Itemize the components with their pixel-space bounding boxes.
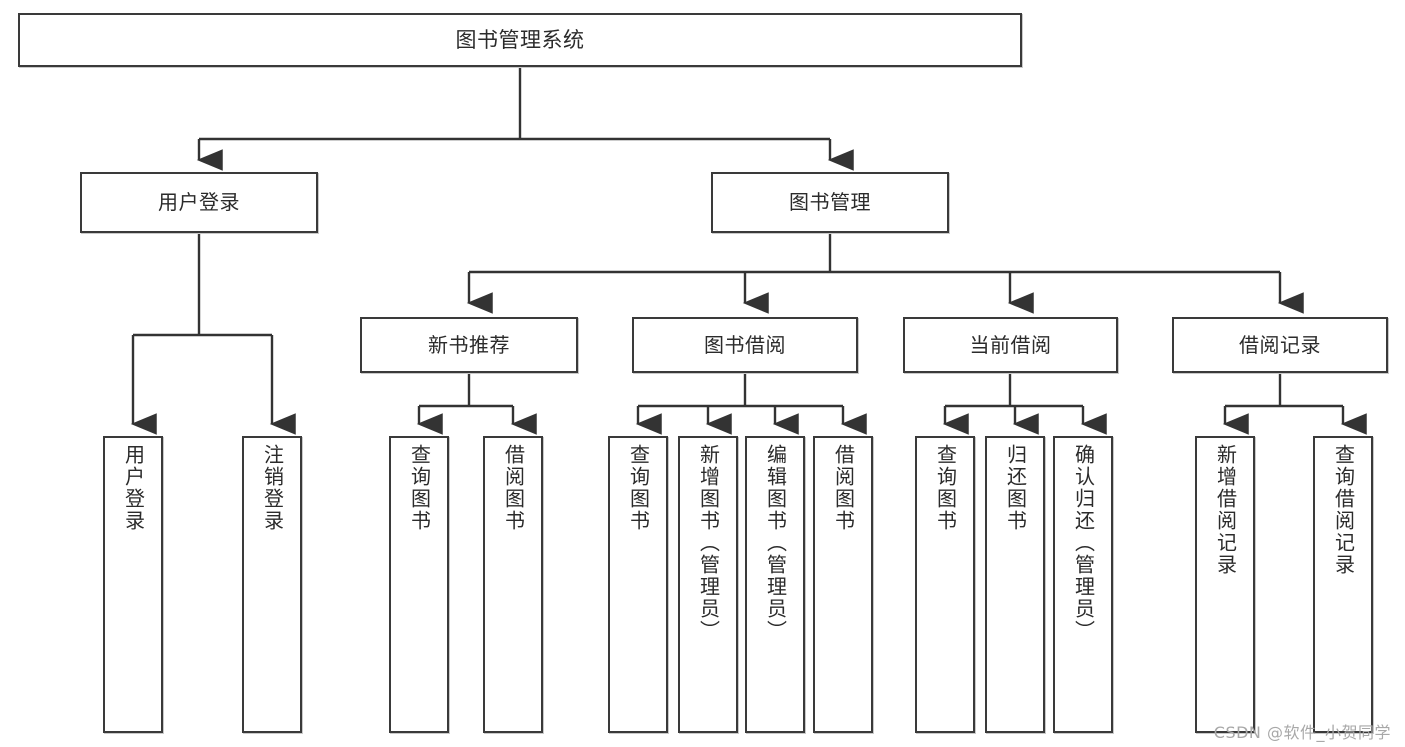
node-borrow-record-label: 借阅记录 <box>1239 332 1321 357</box>
node-leaf-borrow-book-1[interactable]: 借阅图书 <box>483 436 543 733</box>
node-leaf-add-book[interactable]: 新增图书（管理员） <box>678 436 738 733</box>
node-leaf-add-record-label: 新增借阅记录 <box>1213 444 1238 576</box>
node-root[interactable]: 图书管理系统 <box>18 13 1022 67</box>
node-leaf-return-book[interactable]: 归还图书 <box>985 436 1045 733</box>
node-leaf-logout-login-label: 注销登录 <box>260 444 285 532</box>
node-new-book-recommend[interactable]: 新书推荐 <box>360 317 578 373</box>
node-new-book-recommend-label: 新书推荐 <box>428 332 510 357</box>
node-leaf-query-book-3-label: 查询图书 <box>933 444 958 532</box>
node-leaf-borrow-book-2-label: 借阅图书 <box>831 444 856 532</box>
node-current-borrow[interactable]: 当前借阅 <box>903 317 1118 373</box>
node-leaf-query-record[interactable]: 查询借阅记录 <box>1313 436 1373 733</box>
node-borrow-record[interactable]: 借阅记录 <box>1172 317 1388 373</box>
node-leaf-query-book-1[interactable]: 查询图书 <box>389 436 449 733</box>
node-leaf-query-record-label: 查询借阅记录 <box>1331 444 1356 576</box>
node-root-label: 图书管理系统 <box>455 27 585 52</box>
node-leaf-confirm-return[interactable]: 确认归还（管理员） <box>1053 436 1113 733</box>
node-leaf-confirm-return-label: 确认归还（管理员） <box>1071 444 1096 642</box>
node-user-login-label: 用户登录 <box>158 190 240 214</box>
node-user-login[interactable]: 用户登录 <box>80 172 318 233</box>
node-leaf-return-book-label: 归还图书 <box>1003 444 1028 532</box>
node-leaf-query-book-2[interactable]: 查询图书 <box>608 436 668 733</box>
node-current-borrow-label: 当前借阅 <box>969 332 1052 357</box>
node-leaf-user-login[interactable]: 用户登录 <box>103 436 163 733</box>
node-book-management-label: 图书管理 <box>789 190 871 214</box>
node-leaf-user-login-label: 用户登录 <box>121 444 146 532</box>
node-leaf-borrow-book-2[interactable]: 借阅图书 <box>813 436 873 733</box>
node-book-borrow-label: 图书借阅 <box>704 332 786 357</box>
node-leaf-add-record[interactable]: 新增借阅记录 <box>1195 436 1255 733</box>
node-leaf-logout-login[interactable]: 注销登录 <box>242 436 302 733</box>
node-leaf-borrow-book-1-label: 借阅图书 <box>501 444 526 532</box>
node-book-borrow[interactable]: 图书借阅 <box>632 317 858 373</box>
watermark: CSDN @软件_小贺同学 <box>1213 723 1391 742</box>
node-leaf-query-book-3[interactable]: 查询图书 <box>915 436 975 733</box>
node-leaf-add-book-label: 新增图书（管理员） <box>696 444 721 642</box>
node-leaf-query-book-1-label: 查询图书 <box>407 444 432 532</box>
node-leaf-query-book-2-label: 查询图书 <box>626 444 651 532</box>
node-leaf-edit-book[interactable]: 编辑图书（管理员） <box>745 436 805 733</box>
node-book-management[interactable]: 图书管理 <box>711 172 949 233</box>
node-leaf-edit-book-label: 编辑图书（管理员） <box>763 444 788 642</box>
